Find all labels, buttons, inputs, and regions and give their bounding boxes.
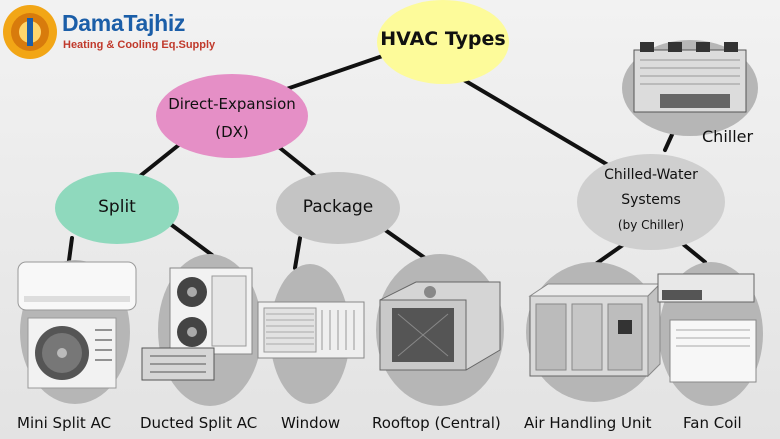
brand-name: DamaTajhiz <box>62 10 186 36</box>
line-dx-split <box>133 138 187 182</box>
root-node-label: HVAC Types <box>380 28 506 50</box>
chilled-label-line3: (by Chiller) <box>617 218 685 232</box>
line-split-ducted <box>163 218 214 257</box>
ducted-split-unit <box>141 267 253 381</box>
window-unit <box>257 301 365 359</box>
dx-node-label: Direct-Expansion (DX) <box>156 90 308 146</box>
chilled-label-line1: Chilled-Water <box>604 167 698 183</box>
mini-split-unit <box>17 261 137 389</box>
fan-coil-unit <box>657 273 757 383</box>
rooftop-unit <box>379 281 501 371</box>
package-node-ellipse <box>276 172 400 244</box>
product-label-ducted-split: Ducted Split AC <box>140 414 258 432</box>
package-node-label: Package <box>302 197 374 217</box>
dx-node-ellipse <box>156 74 308 158</box>
ahu-unit <box>528 282 662 378</box>
chilled-label-line2: Systems <box>621 192 681 208</box>
chilled-node-label: Chilled-Water Systems (by Chiller) <box>577 163 725 238</box>
product-label-mini-split: Mini Split AC <box>17 414 112 432</box>
brand-tagline: Heating & Cooling Eq.Supply <box>63 39 216 51</box>
dx-label-line1: Direct-Expansion <box>168 95 296 113</box>
brand-logo-icon <box>3 5 57 59</box>
product-label-fan-coil: Fan Coil <box>683 414 742 432</box>
product-label-ahu: Air Handling Unit <box>524 414 652 432</box>
split-node-label: Split <box>98 197 136 217</box>
chiller-label: Chiller <box>702 127 754 146</box>
line-package-window <box>293 236 302 270</box>
chiller-unit <box>633 42 747 113</box>
product-label-rooftop: Rooftop (Central) <box>372 414 501 432</box>
dx-label-line2: (DX) <box>215 123 249 141</box>
root-node-ellipse <box>377 0 509 84</box>
chilled-node-ellipse <box>577 154 725 250</box>
product-label-window: Window <box>281 414 341 432</box>
split-node-ellipse <box>55 172 179 244</box>
